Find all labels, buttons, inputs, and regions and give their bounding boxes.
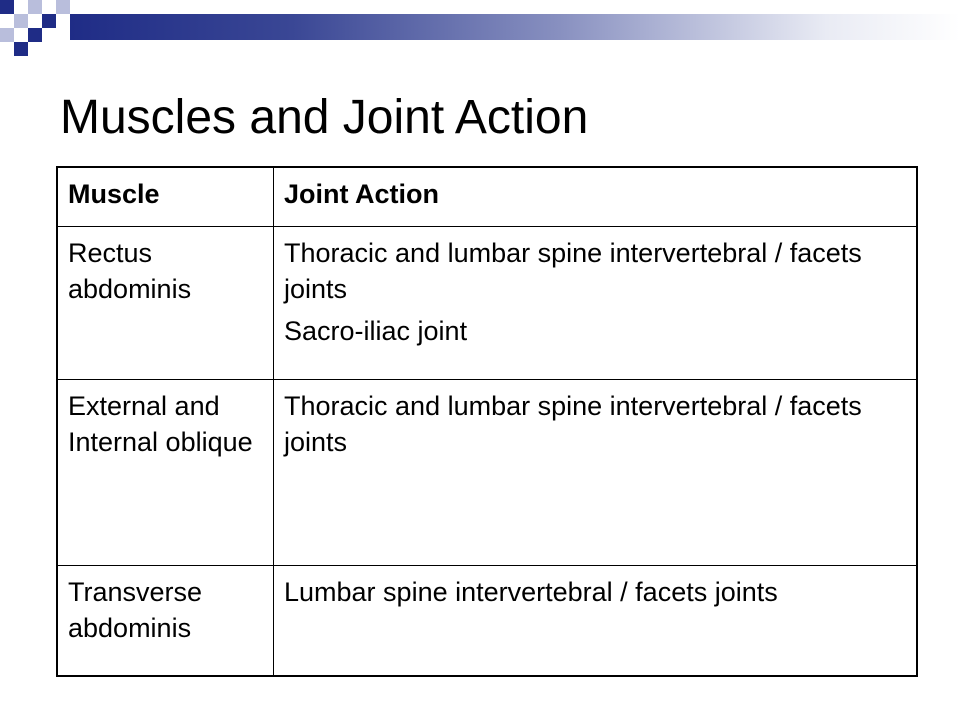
joint-action-cell: Thoracic and lumbar spine intervertebral…: [273, 226, 918, 380]
banner-square: [14, 42, 28, 56]
muscle-table: Muscle Joint Action Rectus abdominis Tho…: [56, 166, 918, 677]
joint-action-cell: Lumbar spine intervertebral / facets joi…: [273, 565, 918, 676]
banner-square: [28, 28, 42, 42]
joint-action-text: Thoracic and lumbar spine intervertebral…: [284, 238, 862, 304]
joint-action-cell: Thoracic and lumbar spine intervertebral…: [273, 379, 918, 566]
header-banner: [0, 0, 960, 70]
muscle-cell: Rectus abdominis: [56, 226, 274, 380]
header-muscle: Muscle: [56, 166, 274, 227]
banner-square: [42, 14, 56, 28]
muscle-cell: Transverse abdominis: [56, 565, 274, 676]
banner-square: [14, 14, 28, 28]
joint-action-text: Sacro-iliac joint: [284, 316, 468, 346]
slide-title: Muscles and Joint Action: [60, 91, 589, 144]
banner-square: [56, 0, 70, 14]
banner-gradient-bar: [70, 14, 960, 40]
banner-square: [0, 28, 14, 42]
banner-square: [28, 0, 42, 14]
joint-action-text: Thoracic and lumbar spine intervertebral…: [284, 391, 862, 457]
muscle-cell: External and Internal oblique: [56, 379, 274, 566]
table-row: Rectus abdominis Thoracic and lumbar spi…: [56, 226, 918, 380]
table-header-row: Muscle Joint Action: [56, 166, 918, 227]
table-row: Transverse abdominis Lumbar spine interv…: [56, 565, 918, 676]
joint-action-text: Lumbar spine intervertebral / facets joi…: [284, 577, 778, 607]
header-joint-action: Joint Action: [273, 166, 918, 227]
banner-square: [0, 0, 14, 14]
table-row: External and Internal oblique Thoracic a…: [56, 379, 918, 566]
